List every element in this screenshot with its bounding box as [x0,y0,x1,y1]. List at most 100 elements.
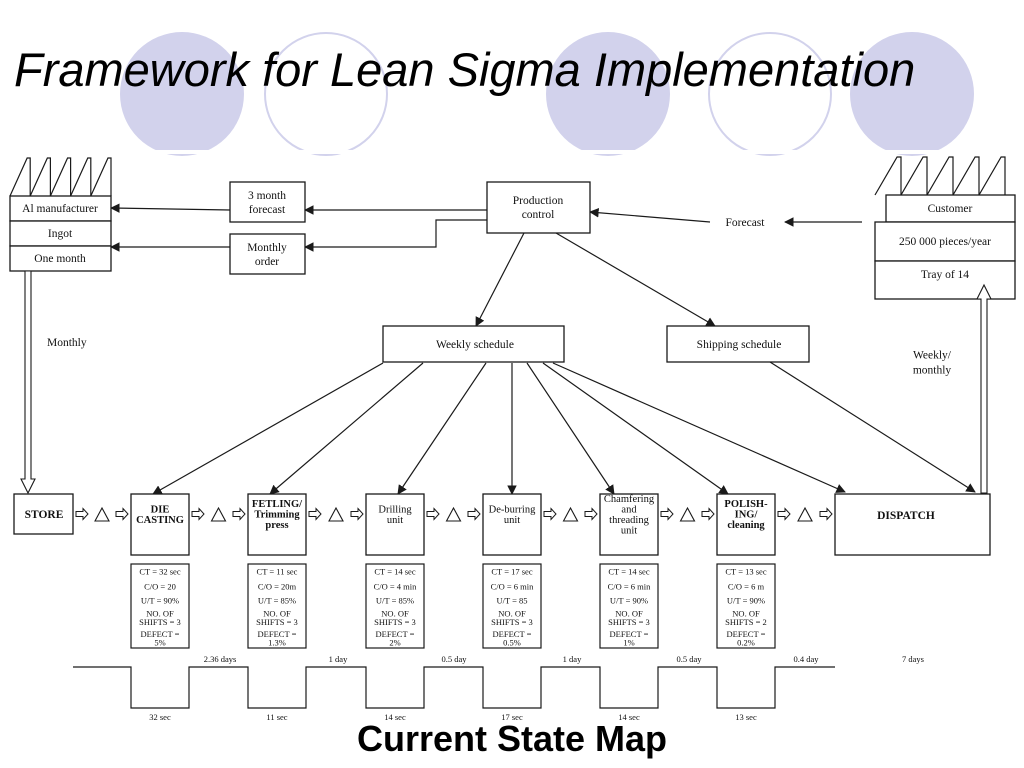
inventory-triangle-7 [797,506,813,522]
inventory-triangle-3 [328,506,344,522]
map-shapes [9,156,1016,649]
process-box-5 [599,493,659,556]
forecast-to-supplier-arrow [110,203,231,213]
weekly-schedule-arrow-3 [397,362,487,495]
inventory-triangle-4 [445,506,462,522]
push-arrow-out-6 [701,507,715,521]
process-name-5-line-2: and [621,504,637,515]
cycle-time-label-3: 14 sec [384,712,406,720]
data-box-2-row-5-line-1: DEFECT = [258,629,297,639]
data-box-3-row-4-line-2: SHIFTS = 3 [374,617,416,627]
process-name-4-line-2: unit [504,515,520,526]
data-box-2-row-5-line-2: 1.3% [268,638,286,648]
production-control-text-line-1: Production [513,195,564,207]
data-box-4-row-4-line-2: SHIFTS = 3 [491,617,533,627]
process-box-3 [365,493,425,556]
supplier-text-3: One month [34,253,86,265]
cycle-time-label-6: 13 sec [735,712,757,720]
data-box-3-row-3-line-1: U/T = 85% [376,595,414,605]
data-box-3-row-1-line-1: CT = 14 sec [374,566,415,576]
data-box-4-row-1-line-1: CT = 17 sec [491,566,532,576]
data-box-4-row-4-line-1: NO. OF [498,609,526,619]
dispatch-text: DISPATCH [877,510,935,522]
lead-time-label-5: 0.5 day [676,654,702,664]
data-box-6-row-1-line-1: CT = 13 sec [725,566,766,576]
data-box-2-row-3-line-1: U/T = 85% [258,595,296,605]
dispatch-box [834,493,991,556]
pc-to-order-arrow [304,219,487,252]
data-box-2-row-4-line-2: SHIFTS = 3 [256,617,298,627]
process-box-2 [247,493,307,556]
timeline-ladder [73,666,835,709]
decor-circle-2 [264,32,388,156]
monthly-label: Monthly [47,337,87,349]
decor-circle-5 [850,32,974,156]
data-box-6-row-3-line-1: U/T = 90% [727,595,765,605]
supplier-box-row-1 [9,195,112,222]
cycle-time-label-2: 11 sec [266,712,287,720]
data-box-1-row-5-line-1: DEFECT = [141,629,180,639]
store-box [13,493,74,535]
inventory-triangle-6 [679,506,696,522]
push-arrow-in-6 [660,507,674,521]
process-name-3-line-2: unit [387,515,403,526]
customer-tray-text: Tray of 14 [921,269,969,281]
lead-time-label-6: 0.4 day [793,654,819,664]
push-arrow-out-7 [819,507,833,521]
lead-time-label-7: 7 days [902,654,924,664]
map-top-mask [0,150,1024,154]
data-box-1-row-4-line-1: NO. OF [146,609,174,619]
lead-time-label-4: 1 day [563,654,582,664]
forecast-box-text-line-1: 3 month [248,190,286,202]
lead-time-label-2: 1 day [329,654,348,664]
data-box-4-row-5-line-2: 0.5% [503,638,521,648]
supplier-text-2: Ingot [48,228,73,240]
data-box-3 [365,563,425,649]
process-box-6 [716,493,776,556]
process-name-5-line-3: threading [609,515,649,526]
data-box-1-row-4-line-2: SHIFTS = 3 [139,617,181,627]
lead-time-label-1: 2.36 days [204,654,237,664]
data-box-3-row-4-line-1: NO. OF [381,609,409,619]
inventory-triangle-5 [562,506,579,522]
supplier-to-store-hollow-arrow [20,270,36,495]
data-box-4-row-3-line-1: U/T = 85 [496,595,527,605]
process-name-4-line-1: De-burring [489,504,536,515]
order-box [229,233,306,275]
push-arrow-in-2 [191,507,205,521]
data-box-5-row-5-line-1: DEFECT = [610,629,649,639]
order-box-text-line-1: Monthly [247,242,287,254]
data-box-1-row-1-line-1: CT = 32 sec [139,566,180,576]
data-box-5 [599,563,659,649]
data-box-3-row-5-line-1: DEFECT = [376,629,415,639]
decor-circle-1 [120,32,244,156]
data-box-2-row-2-line-1: C/O = 20m [258,581,297,591]
data-box-5-row-3-line-1: U/T = 90% [610,595,648,605]
data-box-4-row-5-line-1: DEFECT = [493,629,532,639]
decor-circle-3 [546,32,670,156]
cycle-time-label-4: 17 sec [501,712,523,720]
supplier-factory-icon [9,157,112,197]
push-arrow-in-7 [777,507,791,521]
weekly-monthly-label-line-2: monthly [913,365,952,377]
process-name-6-line-3: cleaning [727,520,765,531]
data-box-1-row-5-line-2: 5% [154,638,165,648]
supplier-box-row-2 [9,220,112,247]
supplier-text-1: Al manufacturer [22,203,98,215]
data-box-5-row-2-line-1: C/O = 6 min [608,581,652,591]
data-box-6-row-5-line-1: DEFECT = [727,629,766,639]
weekly-schedule-arrow-1 [152,362,384,495]
data-box-1-row-3-line-1: U/T = 90% [141,595,179,605]
forecast-to-pc-arrow [589,207,711,223]
process-name-1-line-1: DIE [151,504,170,515]
slide-title: Framework for Lean Sigma Implementation [14,43,916,96]
weekly-monthly-label-line-1: Weekly/ [913,350,952,362]
weekly-schedule-arrow-6 [542,362,729,495]
data-box-1 [130,563,190,649]
data-box-2-row-4-line-1: NO. OF [263,609,291,619]
process-name-2-line-2: Trimming [254,510,300,521]
push-arrow-out-2 [232,507,246,521]
